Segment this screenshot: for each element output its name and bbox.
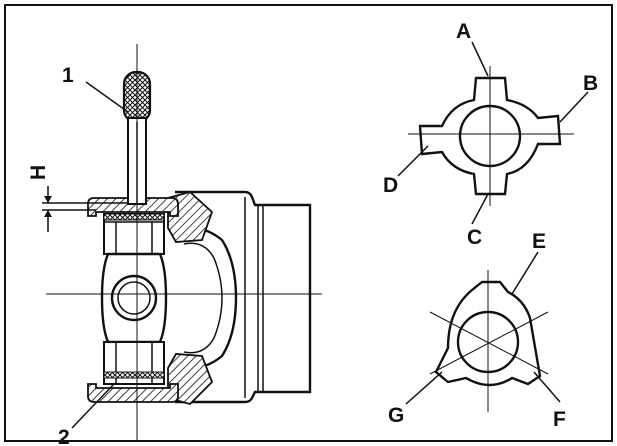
three-lobe-view [405,251,561,412]
outer-frame [4,4,613,442]
label-part-1: 1 [62,64,74,87]
upper-yoke-section [167,191,214,243]
label-c: C [467,226,482,249]
four-lobe-view [397,41,589,225]
leader-part-1 [85,81,129,113]
label-part-2: 2 [58,426,70,446]
label-d: D [383,174,398,197]
label-g: G [388,404,404,427]
label-f: F [553,408,566,431]
label-a: A [456,20,471,43]
label-e: E [532,230,546,253]
leader-part-2 [71,383,115,429]
dimension-h [42,186,128,232]
label-b: B [583,72,598,95]
housing-body [175,190,312,404]
joint-cross-section [42,44,322,440]
label-dimension-h: H [27,165,50,180]
